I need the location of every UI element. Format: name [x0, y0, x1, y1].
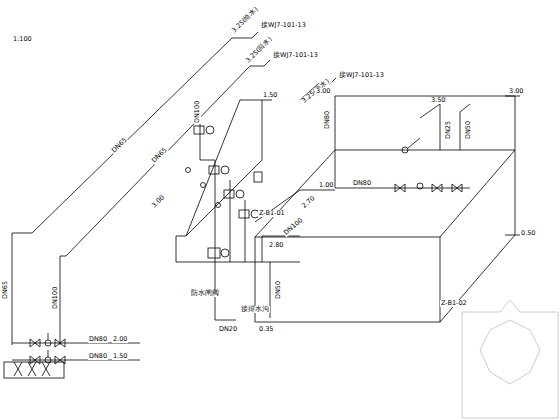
dimension-label: 2.70	[300, 194, 317, 210]
dimension-label: DN20	[218, 326, 238, 333]
dimension-label: 3.00	[508, 88, 524, 95]
dimension-label: 3.25(给水)	[230, 5, 260, 34]
dimension-label: 防水闸阀	[190, 290, 220, 297]
dimension-label: DN80	[88, 336, 108, 343]
dimension-label: Z-B1-01	[258, 210, 286, 217]
dimension-label: DN80	[324, 110, 331, 130]
dimension-label: 2.80	[268, 242, 284, 249]
dimension-label: Z-B1-02	[440, 300, 468, 307]
dimension-label: 1.00	[318, 182, 334, 189]
dimension-label: 2.00	[112, 336, 128, 343]
dimension-label: 1.50	[262, 92, 278, 99]
dimension-label: 3.00	[315, 88, 331, 95]
dimension-label: DN100	[194, 100, 201, 124]
dimension-label: DN100	[52, 286, 59, 310]
dimension-label: 接WJ7-101-13	[260, 22, 307, 29]
dimension-label: DN50	[275, 280, 282, 300]
dimension-label: DN50	[465, 120, 472, 140]
dimension-label: DN80	[352, 180, 372, 187]
dimension-label: 接WJ7-101-13	[272, 52, 319, 59]
dimension-label: DN65	[150, 146, 169, 165]
dimension-label: DN25	[445, 120, 452, 140]
dimension-label: 0.50	[520, 230, 536, 237]
dimension-label: 0.35	[258, 326, 274, 333]
dimension-label: 1:100	[12, 36, 33, 43]
dimension-label: 1.50	[112, 353, 128, 360]
dimension-label: 接WJ7-101-13	[338, 72, 385, 79]
dimension-label: DN100	[282, 216, 305, 237]
dimension-label: 接排水沟	[240, 306, 270, 313]
dimension-label: DN80	[88, 353, 108, 360]
dimension-label: DN65	[110, 136, 129, 155]
dimension-label: 3.00	[150, 194, 166, 210]
dimension-label: DN65	[2, 280, 9, 300]
dimension-label: 3.50	[430, 97, 446, 104]
